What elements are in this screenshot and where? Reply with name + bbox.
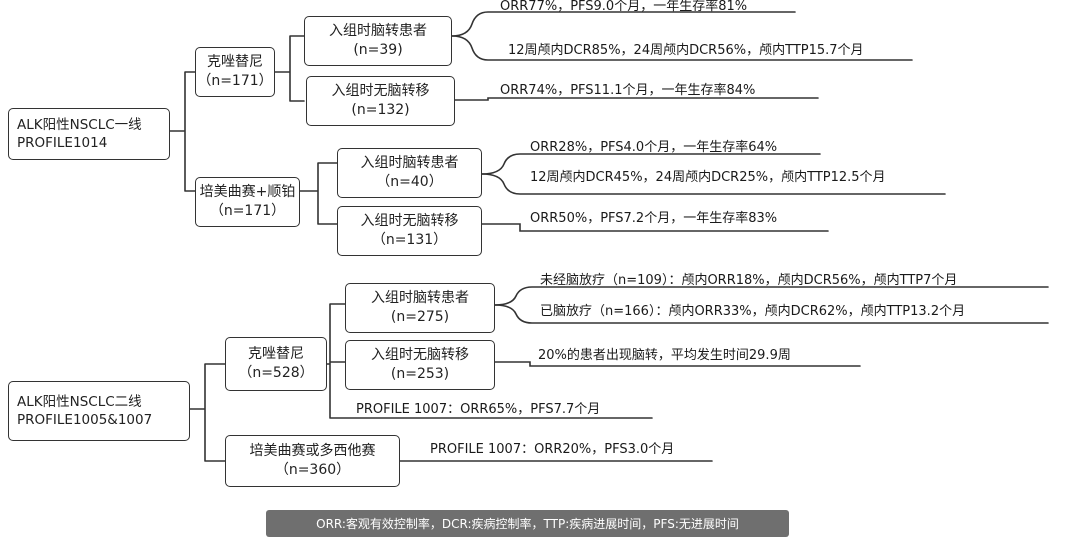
crizotinib-second-line-no-brain-met: 入组时无脑转移 (n=253) (345, 340, 495, 390)
pemetrexed-first-line-n: （n=171） (209, 203, 286, 219)
result-line: 12周颅内DCR85%，24周颅内DCR56%，颅内TTP15.7个月 (508, 43, 864, 58)
crizotinib-second-line: 克唑替尼 （n=528） (225, 337, 327, 391)
crizotinib-second-line-label: 克唑替尼 (248, 346, 304, 363)
pemetrexed-first-line: 培美曲赛+顺铂 （n=171） (195, 177, 300, 227)
result-line: 已脑放疗（n=166）：颅内ORR33%，颅内DCR62%，颅内TTP13.2个… (540, 304, 966, 319)
brain-met-label: 入组时脑转患者 (329, 23, 427, 40)
pemetrexed-first-line-label: 培美曲赛+顺铂 (199, 184, 296, 201)
brain-met-n: (n=39) (353, 42, 403, 58)
no-brain-met-n: （n=131） (371, 232, 448, 248)
brain-met-n: （n=40） (376, 174, 443, 190)
root-first-line-title: ALK阳性NSCLC一线 (17, 116, 142, 133)
no-brain-met-label: 入组时无脑转移 (331, 83, 430, 100)
crizotinib-second-line-n: （n=528） (238, 365, 314, 381)
result-line: 12周颅内DCR45%，24周颅内DCR25%，颅内TTP12.5个月 (530, 170, 886, 185)
no-brain-met-label: 入组时无脑转移 (360, 213, 459, 230)
brain-met-label: 入组时脑转患者 (360, 155, 459, 172)
no-brain-met-n: (n=132) (351, 102, 410, 118)
crizotinib-first-line-no-brain-met: 入组时无脑转移 (n=132) (306, 76, 455, 126)
result-line: ORR77%，PFS9.0个月，一年生存率81% (500, 0, 748, 14)
result-line: 20%的患者出现脑转，平均发生时间29.9周 (538, 348, 791, 363)
brain-met-label: 入组时脑转患者 (371, 290, 469, 307)
crizotinib-first-line-brain-met: 入组时脑转患者 (n=39) (304, 16, 452, 66)
crizotinib-first-line-label: 克唑替尼 (207, 54, 263, 71)
result-line: ORR28%，PFS4.0个月，一年生存率64% (530, 140, 778, 155)
crizotinib-first-line: 克唑替尼 （n=171） (195, 47, 275, 97)
profile-1007-result: PROFILE 1007：ORR65%，PFS7.7个月 (356, 402, 601, 417)
root-first-line: ALK阳性NSCLC一线 PROFILE1014 (8, 108, 170, 160)
result-line: 未经脑放疗（n=109）：颅内ORR18%，颅内DCR56%，颅内TTP7个月 (540, 273, 958, 288)
pem-or-doc-second-line: 培美曲赛或多西他赛 （n=360） (225, 435, 400, 487)
result-line: ORR74%，PFS11.1个月，一年生存率84% (500, 83, 756, 98)
pemetrexed-first-line-no-brain-met: 入组时无脑转移 （n=131） (337, 206, 482, 256)
no-brain-met-label: 入组时无脑转移 (371, 347, 469, 364)
result-line: PROFILE 1007：ORR20%，PFS3.0个月 (430, 442, 675, 457)
abbreviation-legend: ORR:客观有效控制率，DCR:疾病控制率，TTP:疾病进展时间，PFS:无进展… (266, 510, 789, 537)
pemetrexed-first-line-brain-met: 入组时脑转患者 （n=40） (337, 148, 482, 198)
crizotinib-first-line-n: （n=171） (197, 73, 273, 89)
no-brain-met-n: (n=253) (390, 366, 450, 382)
root-second-line-trial: PROFILE1005&1007 (17, 412, 153, 428)
root-second-line: ALK阳性NSCLC二线 PROFILE1005&1007 (8, 381, 190, 441)
pem-or-doc-label: 培美曲赛或多西他赛 (249, 443, 376, 460)
crizotinib-second-line-brain-met: 入组时脑转患者 (n=275) (345, 283, 495, 333)
result-line: ORR50%，PFS7.2个月，一年生存率83% (530, 211, 778, 226)
brain-met-n: (n=275) (390, 309, 450, 325)
root-first-line-trial: PROFILE1014 (17, 135, 108, 151)
root-second-line-title: ALK阳性NSCLC二线 (17, 393, 142, 410)
pem-or-doc-n: （n=360） (274, 462, 351, 478)
